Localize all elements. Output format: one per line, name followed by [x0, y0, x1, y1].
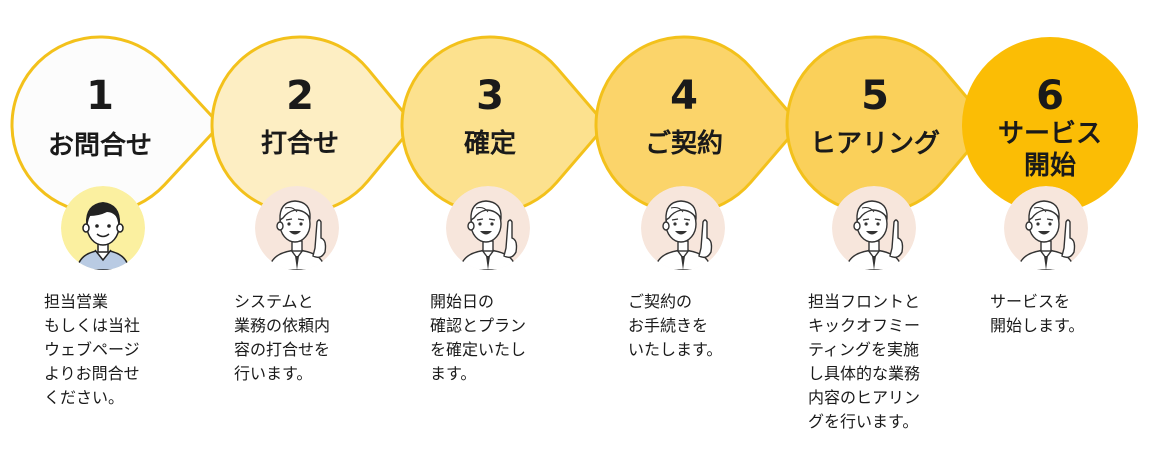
step-description: 担当フロントと キックオフミー ティングを実施 し具体的な業務 内容のヒアリン …	[808, 292, 921, 431]
step-title: サービス 開始	[997, 119, 1102, 181]
step-number: 6	[1036, 73, 1064, 119]
step-description: 担当営業 もしくは当社 ウェブページ よりお問合せ ください。	[44, 292, 141, 407]
staff-avatar-icon	[1004, 186, 1088, 270]
customer-avatar-icon	[61, 186, 145, 270]
step-number: 5	[861, 73, 889, 119]
staff-avatar-icon	[832, 186, 916, 270]
step-description: システムと 業務の依頼内 容の打合せを 行います。	[234, 292, 331, 383]
step-number: 1	[86, 73, 114, 119]
staff-avatar-icon	[641, 186, 725, 270]
step-description: ご契約の お手続きを いたします。	[628, 292, 723, 359]
step-title: 確定	[463, 129, 516, 159]
step-title: 打合せ	[260, 129, 339, 159]
step-shape-1	[10, 35, 222, 215]
step-shape-4	[594, 35, 802, 215]
step-number: 4	[670, 73, 698, 119]
step-title: お問合せ	[47, 131, 152, 161]
step-shape-3	[400, 35, 608, 215]
step-title: ご契約	[644, 129, 723, 159]
step-description: 開始日の 確認とプラン を確定いたし ます。	[430, 292, 527, 383]
step-number: 3	[476, 73, 504, 119]
staff-avatar-icon	[446, 186, 530, 270]
step-description: サービスを 開始します。	[990, 292, 1085, 335]
step-title: ヒアリング	[809, 129, 940, 159]
staff-avatar-icon	[255, 186, 339, 270]
step-shape-2	[210, 35, 416, 215]
step-shape-6	[962, 37, 1138, 213]
step-number: 2	[286, 73, 314, 119]
